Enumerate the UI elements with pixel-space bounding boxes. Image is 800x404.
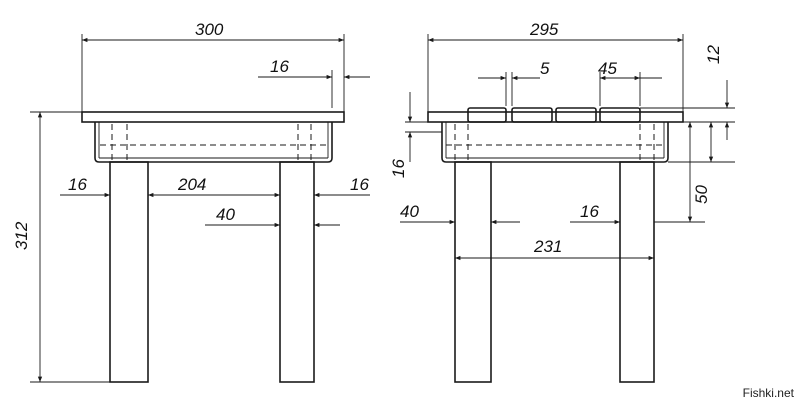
side-slat — [467, 107, 507, 123]
side-slat — [555, 107, 597, 123]
front-leg-left — [109, 161, 149, 383]
dim-side-rail-inset: 16 — [389, 159, 408, 178]
front-leg-right — [279, 161, 315, 383]
dim-side-slat-width: 45 — [598, 59, 617, 78]
dim-front-width: 300 — [195, 20, 224, 39]
dim-front-left-offset: 16 — [68, 175, 87, 194]
side-slat — [599, 107, 641, 123]
dim-side-leg-width: 40 — [400, 202, 419, 221]
side-slat — [511, 107, 553, 123]
side-leg-left — [454, 161, 492, 383]
side-leg-right — [619, 161, 655, 383]
dim-front-height: 312 — [12, 221, 31, 250]
side-view: 295 5 45 12 16 50 40 16 231 — [389, 20, 735, 383]
side-apron — [441, 122, 669, 163]
dim-front-leg-width: 40 — [216, 205, 235, 224]
front-view: 300 16 312 16 204 16 40 — [12, 20, 370, 383]
dim-side-seat-thickness: 12 — [704, 45, 723, 64]
dim-front-right-offset: 16 — [350, 175, 369, 194]
watermark: Fishki.net — [742, 386, 794, 400]
dim-side-depth: 295 — [529, 20, 559, 39]
dim-side-leg-inset: 16 — [580, 202, 599, 221]
dim-side-rail-height: 50 — [692, 185, 711, 204]
front-seat-top — [81, 111, 345, 123]
dim-front-between-legs: 204 — [177, 175, 206, 194]
front-apron — [94, 122, 333, 163]
dim-side-slat-gap: 5 — [540, 59, 550, 78]
dim-front-rail-offset: 16 — [270, 57, 289, 76]
dim-side-between-legs: 231 — [533, 237, 562, 256]
